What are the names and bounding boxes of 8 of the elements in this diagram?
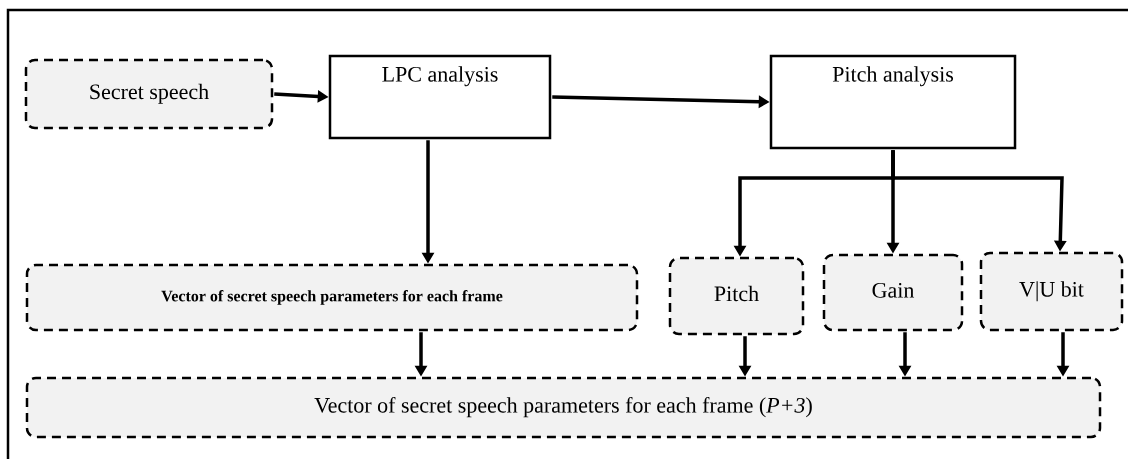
process-box: LPC analysis [328,54,552,140]
process-box: Pitch analysis [769,54,1017,150]
dashed-box: Gain [822,253,964,332]
dashed-box: Vector of secret speech parameters for each frame (P+3) [25,376,1102,439]
dashed-box: Pitch [668,256,805,336]
dashed-box: V|U bit [979,251,1124,332]
dashed-box: Vector of secret speech parameters for each frame [25,263,639,332]
dashed-box: Secret speech [24,58,274,130]
